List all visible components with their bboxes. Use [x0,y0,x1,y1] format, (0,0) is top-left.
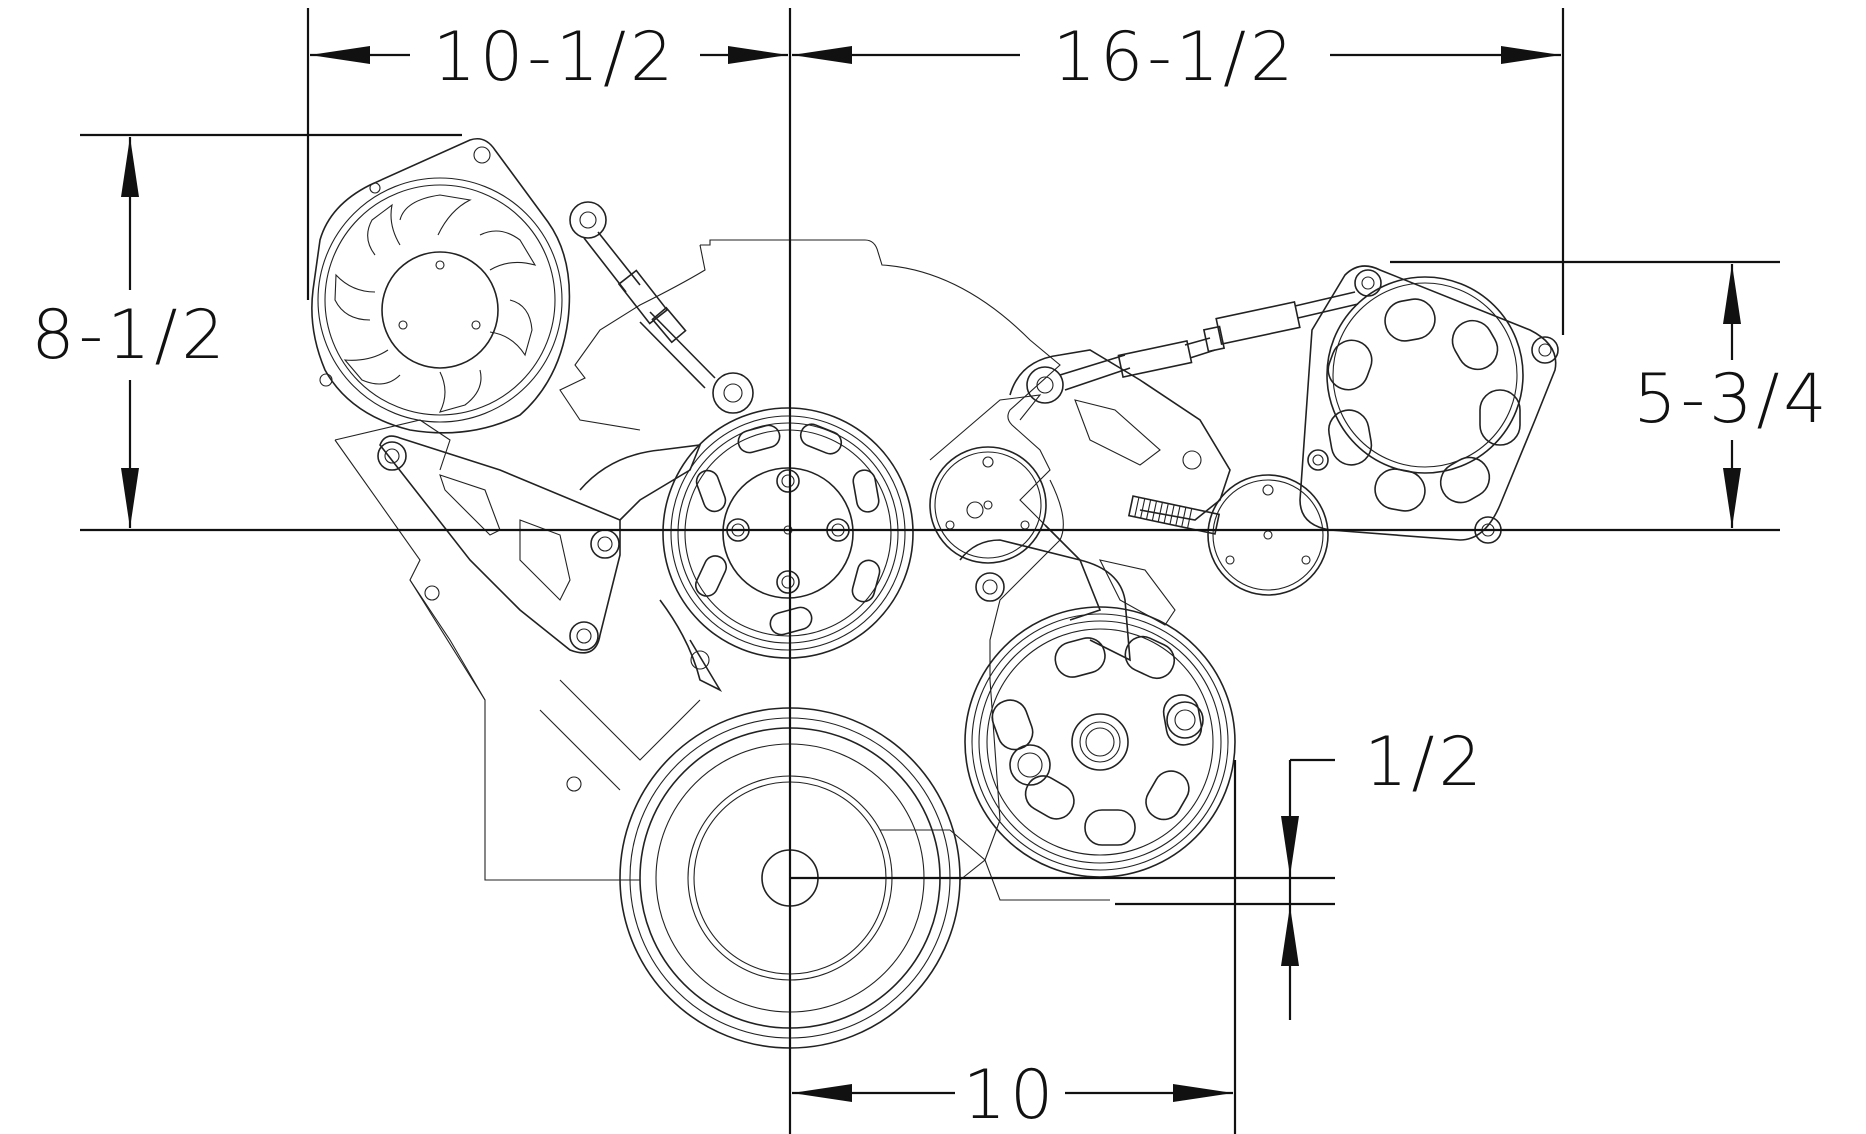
reference-lines [80,8,1780,1134]
engine-block-outline [334,239,1202,901]
dimension-label-top-right: 16-1/2 [1053,18,1298,97]
alternator [311,137,571,434]
lower-right-pulley [964,606,1236,878]
dimension-label-right-small: 1/2 [1364,723,1485,802]
dimension-arrows [121,46,1741,1102]
water-pump-pulley [662,407,914,659]
bracket-bolt [975,572,1005,602]
center-mount-bracket [579,394,1131,692]
lower-right-pulley-slots [991,635,1203,846]
left-mount-bracket [377,435,621,654]
alternator-adjuster-rod [569,201,754,414]
upper-idler-pulley [929,446,1047,564]
power-steering-pump [1299,265,1559,544]
dimension-label-left: 8-1/2 [31,296,228,375]
water-pump-pulley-slots [694,423,881,636]
dimension-labels: 10-1/2 16-1/2 8-1/2 5-3/4 1/2 10 [31,18,1830,1134]
alternator-fan-blades [334,194,537,413]
tensioner-gear [1127,495,1221,535]
lower-idler-pulley [1207,474,1329,596]
power-steering-pump-slots [1327,298,1521,512]
dimension-label-bottom: 10 [963,1056,1058,1134]
dimension-label-right: 5-3/4 [1633,360,1830,439]
pump-adjuster-rod [1059,291,1359,391]
dimension-label-top-left: 10-1/2 [433,18,678,97]
